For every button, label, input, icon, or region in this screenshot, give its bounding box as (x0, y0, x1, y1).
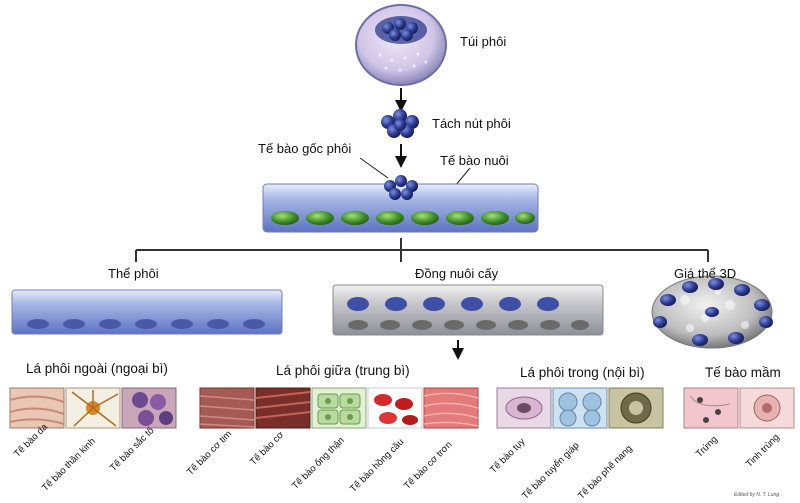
label-inner-cell-mass: Tách nút phôi (432, 116, 511, 131)
label-es-cell: Tế bào gốc phôi (258, 141, 352, 156)
embryoid-dish-image (11, 289, 283, 335)
credit-text: Edited by N. T. Lung (734, 492, 780, 498)
label-scaffold: Giá thể 3D (674, 266, 737, 281)
heading-endoderm: Lá phôi trong (nội bì) (520, 365, 645, 380)
mesoderm-cell-images (199, 387, 479, 429)
germ-cell-images (683, 387, 795, 429)
label-blastocyst: Túi phôi (460, 34, 507, 49)
endoderm-cell-images (496, 387, 664, 429)
pointer-line (359, 157, 389, 179)
heading-ectoderm: Lá phôi ngoài (ngoại bì) (26, 361, 168, 376)
heading-mesoderm: Lá phôi giữa (trung bì) (276, 363, 410, 378)
feeder-dish-image (262, 175, 539, 233)
coculture-dish-image (332, 284, 604, 336)
label-feeder-cell: Tế bào nuôi (440, 153, 509, 168)
heading-germ: Tế bào mầm (705, 365, 781, 380)
scaffold-image (651, 275, 773, 349)
branch-connector (135, 238, 709, 262)
cell-cluster-image (381, 109, 419, 138)
label-embryoid: Thể phôi (108, 266, 159, 281)
ectoderm-cell-images (9, 387, 177, 429)
blastocyst-image (355, 4, 447, 86)
label-coculture: Đồng nuôi cấy (415, 266, 499, 281)
